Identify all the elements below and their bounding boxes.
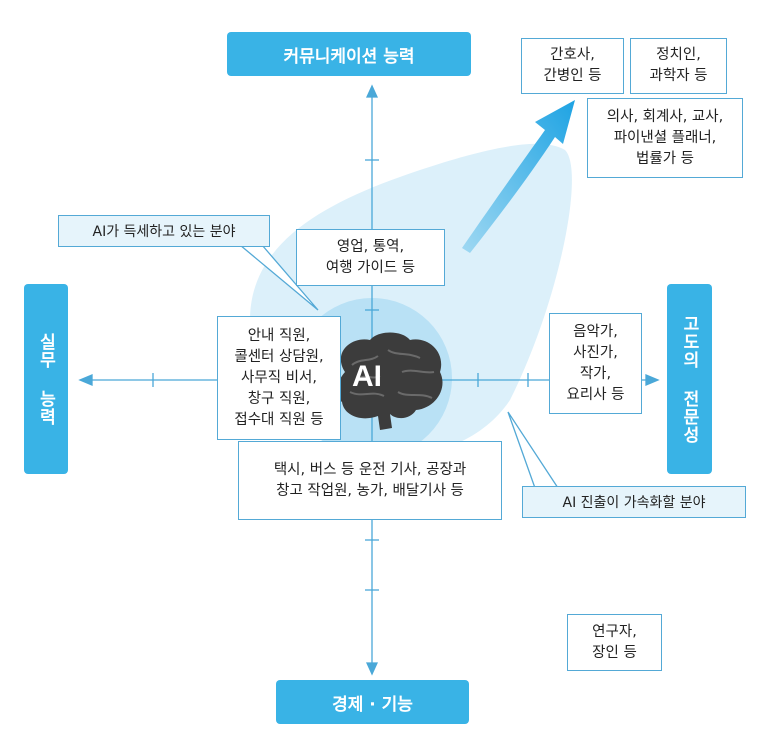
callout-ai-strong: AI가 득세하고 있는 분야 <box>58 215 270 247</box>
axis-arrow-down <box>365 662 379 676</box>
axis-label-right: 고도의 전문성 <box>667 284 712 474</box>
growth-arrow <box>462 100 575 253</box>
axis-label-left: 실무 능력 <box>24 284 68 474</box>
axis-label-right-text: 고도의 전문성 <box>679 314 699 444</box>
box-musician: 음악가, 사진가, 작가, 요리사 등 <box>549 313 642 414</box>
box-driver: 택시, 버스 등 운전 기사, 공장과 창고 작업원, 농가, 배달기사 등 <box>238 441 502 520</box>
box-reception: 안내 직원, 콜센터 상담원, 사무직 비서, 창구 직원, 접수대 직원 등 <box>217 316 341 440</box>
axis-arrow-up <box>365 84 379 98</box>
callout-ai-advance: AI 진출이 가속화할 분야 <box>522 486 746 518</box>
axis-label-top: 커뮤니케이션 능력 <box>227 32 471 76</box>
box-sales: 영업, 통역, 여행 가이드 등 <box>296 229 445 286</box>
axis-arrow-left <box>78 374 93 386</box>
axis-label-bottom: 경제 · 기능 <box>276 680 469 724</box>
ai-center-label: AI <box>352 360 382 393</box>
box-politician: 정치인, 과학자 등 <box>630 38 727 94</box>
brain-icon <box>336 332 443 430</box>
box-nurse: 간호사, 간병인 등 <box>521 38 624 94</box>
callout-pointer-strong <box>239 244 319 311</box>
axis-label-left-text: 실무 능력 <box>35 332 56 426</box>
box-researcher: 연구자, 장인 등 <box>567 614 662 671</box>
axis-arrow-right <box>645 374 660 386</box>
callout-pointer-advance <box>507 411 559 489</box>
box-doctor: 의사, 회계사, 교사, 파이낸셜 플래너, 법률가 등 <box>587 98 743 178</box>
